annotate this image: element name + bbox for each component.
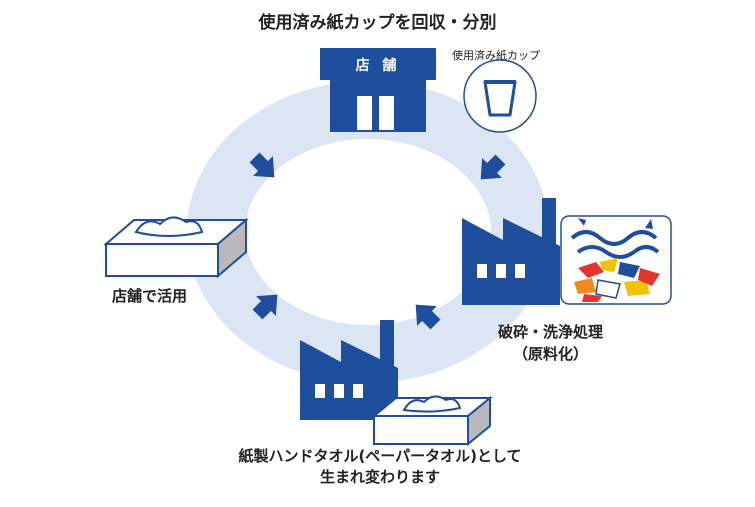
crush-label-line1: 破砕・洗浄処理	[498, 323, 604, 341]
page-title: 使用済み紙カップを回収・分別	[258, 13, 497, 33]
crushed-material-icon	[560, 215, 672, 305]
tissue-box-icon	[371, 395, 493, 447]
store-use-label: 店舗で活用	[112, 287, 188, 305]
cup-icon	[463, 59, 537, 133]
crush-label-line2: （原料化）	[513, 345, 589, 363]
crush-label: 破砕・洗浄処理 （原料化）	[498, 321, 603, 365]
cycle-arrow-3-icon	[252, 294, 278, 320]
factory-crush-icon	[462, 198, 560, 305]
factory-towel-icon	[300, 320, 398, 420]
towel-label-line1: 紙製ハンドタオル(ペーパータオル)として	[238, 447, 522, 465]
cycle-arrow-1-icon	[480, 154, 506, 180]
towel-label: 紙製ハンドタオル(ペーパータオル)として 生まれ変わります	[190, 446, 570, 488]
cycle-arrow-4-icon	[249, 152, 275, 178]
store-icon	[320, 48, 436, 132]
used-cup-label: 使用済み紙カップ	[452, 49, 540, 62]
towel-label-line2: 生まれ変わります	[319, 468, 440, 486]
store-sign: 店 舗	[355, 58, 401, 74]
cycle-arrow-2-icon	[415, 304, 441, 330]
tissue-box-store-icon	[103, 216, 249, 279]
